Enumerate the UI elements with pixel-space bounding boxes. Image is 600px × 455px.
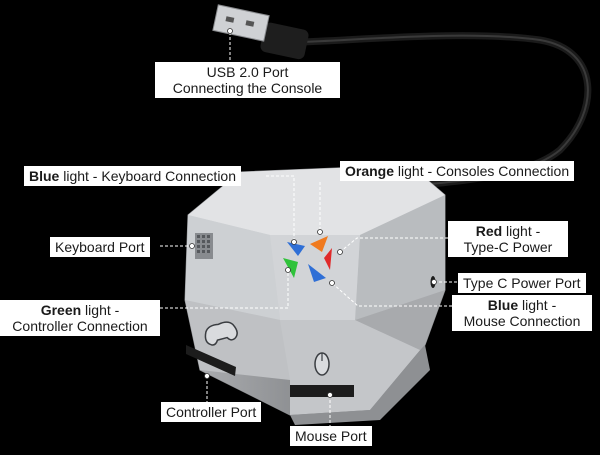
label-blue-keyboard-light: Blue light - Keyboard Connection — [24, 166, 242, 186]
mouse-port-slot — [290, 385, 354, 397]
label-keyboard-port: Keyboard Port — [50, 237, 150, 257]
label-red-typec-light: Red light - Type-C Power — [448, 221, 568, 257]
callout-dots — [189, 28, 437, 398]
usb-plug-icon — [212, 4, 309, 60]
label-blue-mouse-light: Blue light - Mouse Connection — [452, 295, 592, 331]
gamepad-icon — [204, 321, 238, 346]
label-orange-consoles-light: Orange light - Consoles Connection — [340, 161, 575, 181]
label-controller-port: Controller Port — [161, 402, 262, 422]
x-logo — [283, 236, 332, 282]
label-green-controller-light: Green light - Controller Connection — [0, 300, 160, 336]
label-mouse-port: Mouse Port — [290, 426, 372, 446]
controller-port-slot — [186, 345, 236, 376]
keyboard-grille-icon — [195, 233, 213, 259]
label-typec-power-port: Type C Power Port — [458, 273, 586, 293]
leader-lines — [150, 32, 458, 428]
mouse-icon — [314, 352, 330, 376]
label-usb-port: USB 2.0 Port Connecting the Console — [155, 62, 340, 98]
